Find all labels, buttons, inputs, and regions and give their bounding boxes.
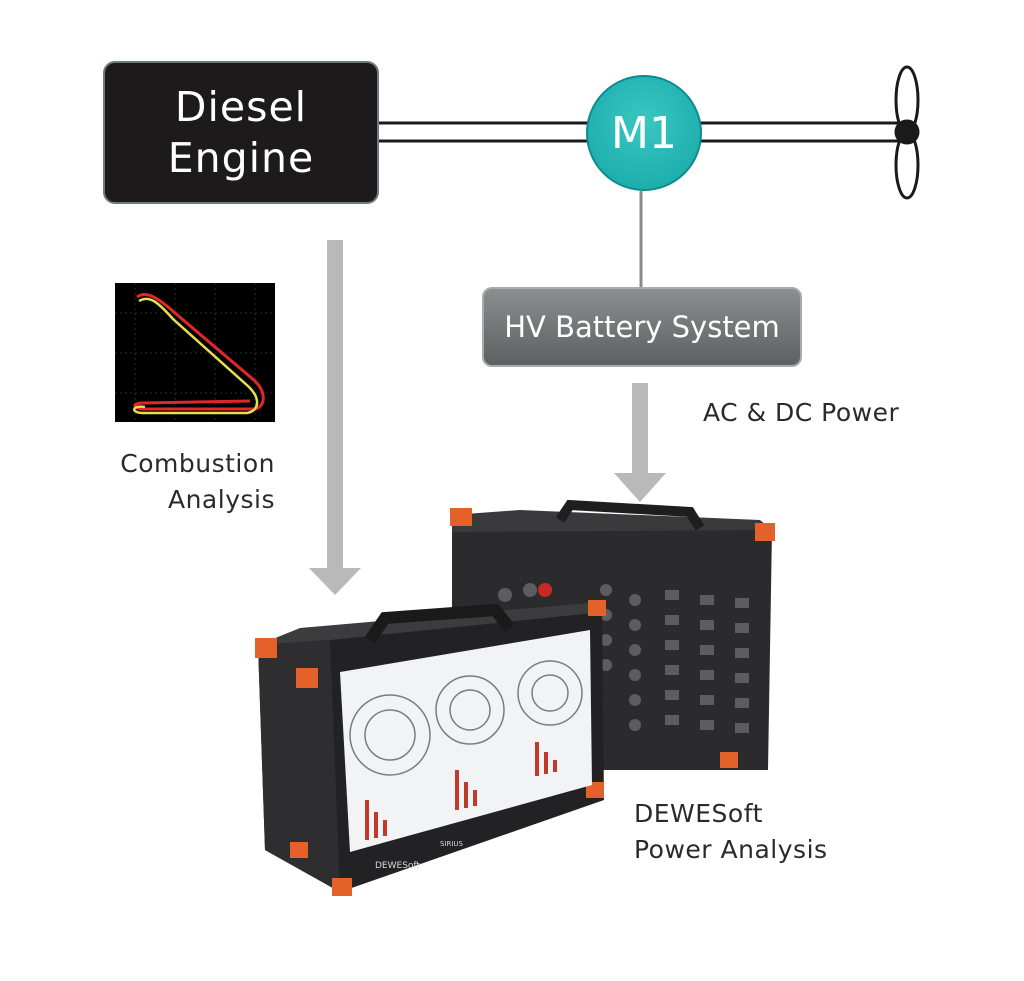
combustion-analysis-label: Combustion Analysis	[115, 446, 275, 519]
screen-bar-charts	[365, 742, 557, 840]
front-display-unit: DEWESoft SIRIUS	[255, 600, 606, 896]
device-model: SIRIUS	[440, 840, 464, 848]
dewesoft-power-analysis-label: DEWESoft Power Analysis	[634, 796, 828, 869]
motor-label: M1	[611, 107, 677, 159]
rear-acquisition-unit	[450, 499, 775, 770]
dewesoft-label-line2: Power Analysis	[634, 835, 828, 865]
combustion-label-line1: Combustion	[120, 449, 275, 478]
diesel-engine-block: Diesel Engine	[103, 61, 379, 204]
combustion-curve-red	[133, 292, 265, 411]
device-screen	[340, 630, 592, 852]
propeller-icon	[894, 65, 920, 200]
dewesoft-label-line1: DEWESoft	[634, 799, 763, 828]
device-logo: DEWESoft	[375, 861, 420, 871]
arrow-engine-to-device	[309, 240, 361, 595]
arrow-battery-to-device	[614, 383, 666, 502]
battery-label: HV Battery System	[504, 310, 780, 344]
ac-dc-power-label: AC & DC Power	[703, 398, 900, 427]
screen-polar-plots	[349, 660, 583, 776]
engine-label-line2: Engine	[167, 133, 315, 182]
combustion-curve-yellow	[133, 297, 259, 415]
combustion-plot-thumbnail	[115, 283, 275, 422]
engine-label-line1: Diesel	[174, 83, 308, 132]
combustion-plot-svg	[115, 283, 275, 422]
hv-battery-block: HV Battery System	[482, 287, 802, 367]
motor-m1-node: M1	[586, 75, 702, 191]
connector-grid	[498, 583, 749, 733]
combustion-label-line2: Analysis	[167, 485, 275, 515]
